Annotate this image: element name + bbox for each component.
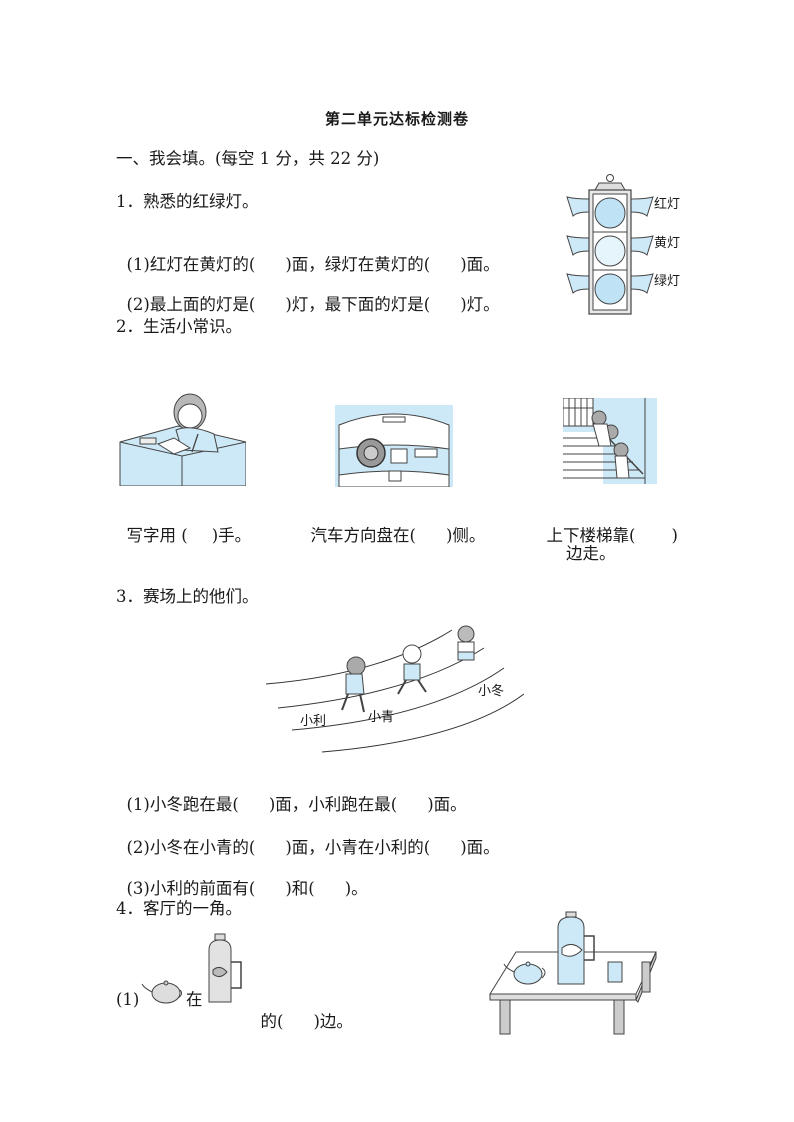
q3-item-3-suffix: )。 [344, 879, 368, 898]
thermos-inline-illustration [205, 932, 247, 1004]
runner-label-xiaodong: 小冬 [478, 684, 505, 699]
runner-label-xiaoli: 小利 [300, 714, 327, 729]
girl-writing-icon [119, 393, 247, 487]
teapot-inline-illustration [140, 978, 184, 1004]
living-room-table-illustration [486, 910, 662, 1038]
q3-item-2-mid: )面，小青在小利的( [285, 838, 431, 857]
q4-heading: 4．客厅的一角。 [116, 899, 242, 918]
children-on-stairs-icon [562, 397, 657, 484]
q2-item-2-prefix: 汽车方向盘在( [310, 526, 416, 545]
section-heading: 一、我会填。(每空 1 分，共 22 分) [116, 149, 380, 168]
table-with-teapot-thermos-cup-icon [489, 911, 657, 1035]
stairs-illustration [562, 397, 657, 484]
runner-xiaoli-icon [341, 656, 366, 713]
q1-item-1-prefix: (1)红灯在黄灯的( [126, 255, 256, 274]
teapot-icon [141, 980, 183, 1004]
q3-item-1: (1)小冬跑在最( )面，小利跑在最( )面。 [116, 772, 467, 816]
q1-item-1: (1)红灯在黄灯的( )面，绿灯在黄灯的( )面。 [116, 232, 500, 276]
q1-item-2-mid: )灯，最下面的灯是( [285, 295, 431, 314]
q3-item-1-prefix: (1)小冬跑在最( [126, 795, 239, 814]
page-title: 第二单元达标检测卷 [324, 110, 469, 128]
q3-item-1-mid: )面，小利跑在最( [268, 795, 398, 814]
q1-item-2-prefix: (2)最上面的灯是( [126, 295, 256, 314]
q4-item-1-prefix: (1) [116, 990, 140, 1009]
car-dashboard-icon [335, 405, 453, 488]
q3-item-1-suffix: )面。 [427, 795, 467, 814]
label-green-light: 绿灯 [654, 274, 681, 289]
q1-item-1-mid: )面，绿灯在黄灯的( [285, 255, 431, 274]
q2-item-1: 写字用 ( )手。 [116, 503, 252, 547]
q2-item-3: 上下楼梯靠() [536, 503, 678, 547]
q3-item-3-mid: )和( [285, 879, 315, 898]
race-track-icon [265, 625, 525, 753]
q4-item-1-suffix: )边。 [313, 1012, 353, 1031]
q1-item-2: (2)最上面的灯是( )灯，最下面的灯是( )灯。 [116, 272, 500, 316]
q3-item-2: (2)小冬在小青的( )面，小青在小利的( )面。 [116, 815, 500, 859]
q2-item-1-prefix: 写字用 ( [126, 526, 188, 545]
car-dashboard-illustration [335, 405, 453, 488]
q2-item-3-prefix: 上下楼梯靠( [546, 526, 636, 545]
q2-item-3-suffix: ) [671, 526, 678, 545]
q3-item-3-prefix: (3)小利的前面有( [126, 879, 256, 898]
traffic-light-icon [566, 174, 654, 315]
q3-item-2-suffix: )面。 [460, 838, 500, 857]
q1-heading: 1．熟悉的红绿灯。 [116, 192, 259, 211]
q4-item-1-mid1: 在 [186, 990, 203, 1009]
runner-xiaodong-icon [457, 625, 475, 661]
q2-heading: 2．生活小常识。 [116, 317, 242, 336]
q1-item-2-suffix: )灯。 [460, 295, 500, 314]
q2-item-2: 汽车方向盘在( )侧。 [300, 503, 486, 547]
runner-label-xiaoqing: 小青 [368, 710, 395, 725]
q3-item-3: (3)小利的前面有( )和( )。 [116, 856, 368, 900]
q3-item-2-prefix: (2)小冬在小青的( [126, 838, 256, 857]
q2-item-2-suffix: )侧。 [445, 526, 486, 545]
q2-item-1-suffix: )手。 [211, 526, 252, 545]
q2-item-3-line2: 边走。 [566, 544, 616, 563]
label-yellow-light: 黄灯 [654, 236, 681, 251]
q3-heading: 3．赛场上的他们。 [116, 587, 259, 606]
q1-item-1-suffix: )面。 [460, 255, 500, 274]
race-track-illustration [262, 618, 525, 758]
q4-item-1-line: 的( )边。 [250, 989, 353, 1033]
runner-xiaoqing-icon [397, 644, 427, 695]
traffic-light-illustration [565, 172, 655, 317]
label-red-light: 红灯 [654, 197, 681, 212]
q4-item-1-mid2: 的( [260, 1012, 284, 1031]
thermos-icon [208, 933, 242, 1003]
girl-writing-illustration [118, 390, 247, 487]
